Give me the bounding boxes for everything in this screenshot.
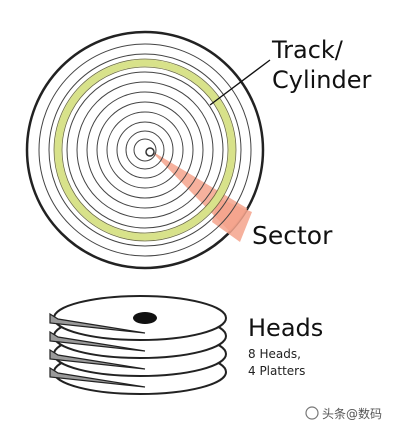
watermark: 头条@数码	[305, 406, 382, 421]
highlighted-track-inner-edge	[61, 66, 229, 234]
read-write-arms	[49, 312, 146, 388]
track-pointer-line	[209, 59, 271, 106]
heads-label: Heads	[248, 314, 323, 342]
watermark-text: 头条@数码	[322, 406, 382, 421]
watermark-logo-icon	[305, 406, 319, 420]
platter-outer-edge	[25, 30, 265, 270]
head-arm-2	[49, 330, 146, 352]
spindle-dot	[145, 147, 155, 157]
highlighted-track-outer-edge	[53, 58, 237, 242]
sector-wedge-outside	[212, 198, 252, 242]
highlighted-track-ring	[54, 59, 236, 241]
head-arm-1	[49, 312, 146, 334]
track-label-line1: Track/	[271, 36, 344, 64]
platter-stack	[49, 295, 227, 395]
sector-label: Sector	[252, 221, 333, 250]
platter-top-view	[25, 30, 271, 270]
head-arm-4	[49, 366, 146, 388]
heads-count-label: 8 Heads,	[248, 347, 301, 361]
platter-1	[53, 295, 227, 341]
head-arm-3	[49, 348, 146, 370]
track-label-line2: Cylinder	[272, 66, 372, 94]
spindle-hub	[133, 312, 157, 324]
platters-count-label: 4 Platters	[248, 364, 305, 378]
track-rings	[38, 43, 252, 257]
